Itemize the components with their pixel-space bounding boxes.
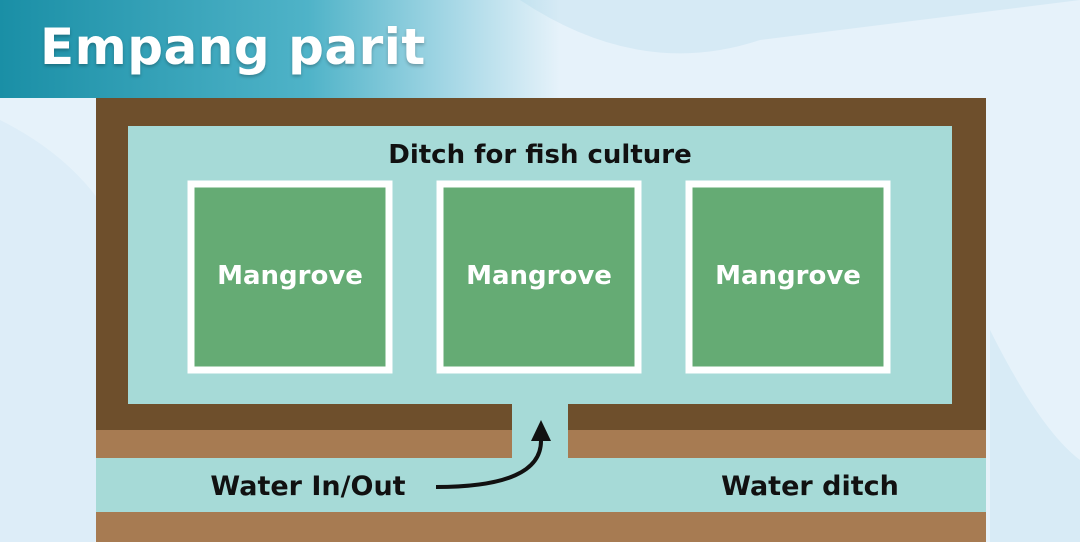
mangrove-plot-2 bbox=[436, 180, 642, 374]
mangrove-plot-1 bbox=[187, 180, 393, 374]
water-ditch-label: Water ditch bbox=[721, 471, 899, 502]
mangrove-label-3: Mangrove bbox=[715, 261, 861, 291]
page-title: Empang parit bbox=[40, 18, 426, 76]
embankment-bottom bbox=[96, 512, 986, 542]
flow-arrow bbox=[435, 439, 544, 489]
water-in-out-label: Water In/Out bbox=[210, 471, 405, 502]
ditch-label: Ditch for fish culture bbox=[388, 140, 691, 170]
mangrove-label-1: Mangrove bbox=[217, 261, 363, 291]
arrow-head-icon bbox=[531, 420, 551, 441]
title-banner bbox=[0, 0, 560, 98]
mangrove-label-2: Mangrove bbox=[466, 261, 612, 291]
mangrove-plot-3 bbox=[685, 180, 891, 374]
water-ditch bbox=[96, 458, 986, 512]
